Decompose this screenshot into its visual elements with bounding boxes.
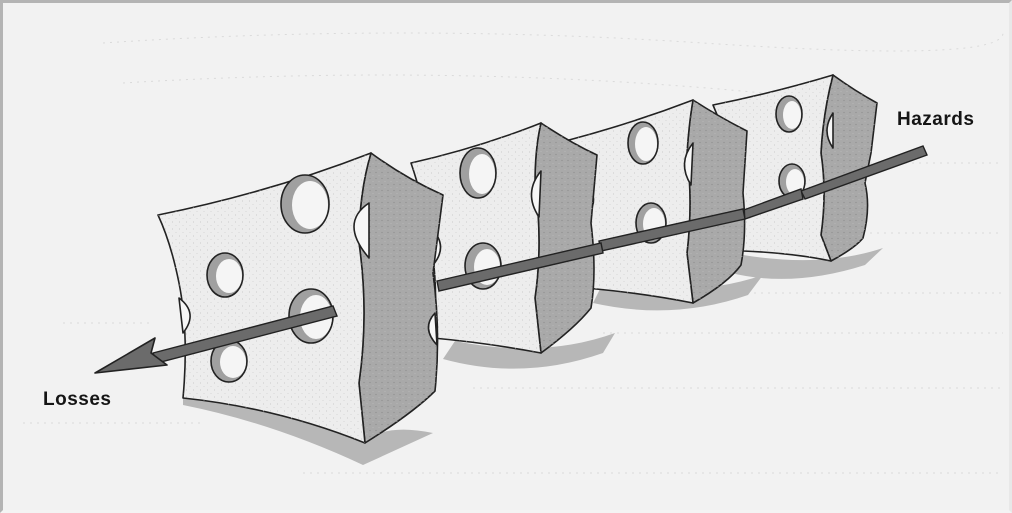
hazards-label: Hazards (897, 109, 975, 130)
cheese-slice-2 (410, 122, 615, 369)
losses-label: Losses (43, 389, 112, 410)
edge-notch (683, 142, 694, 186)
arrow-segment (436, 242, 604, 292)
edge-notch (530, 170, 542, 218)
arrow-head (94, 305, 338, 374)
cheese-slice-1 (157, 152, 444, 465)
background-texture (23, 32, 1004, 474)
edge-notch (826, 112, 834, 149)
edge-notch (353, 202, 370, 259)
slice-side-texture (821, 75, 877, 261)
arrow-segment (740, 145, 928, 220)
edge-notch (178, 297, 191, 334)
edge-notch (427, 312, 438, 346)
diagram-canvas (23, 32, 1004, 474)
cheese-slice-4 (712, 74, 883, 279)
cheese-slice-3 (568, 99, 763, 311)
slice-shadow (731, 248, 883, 279)
